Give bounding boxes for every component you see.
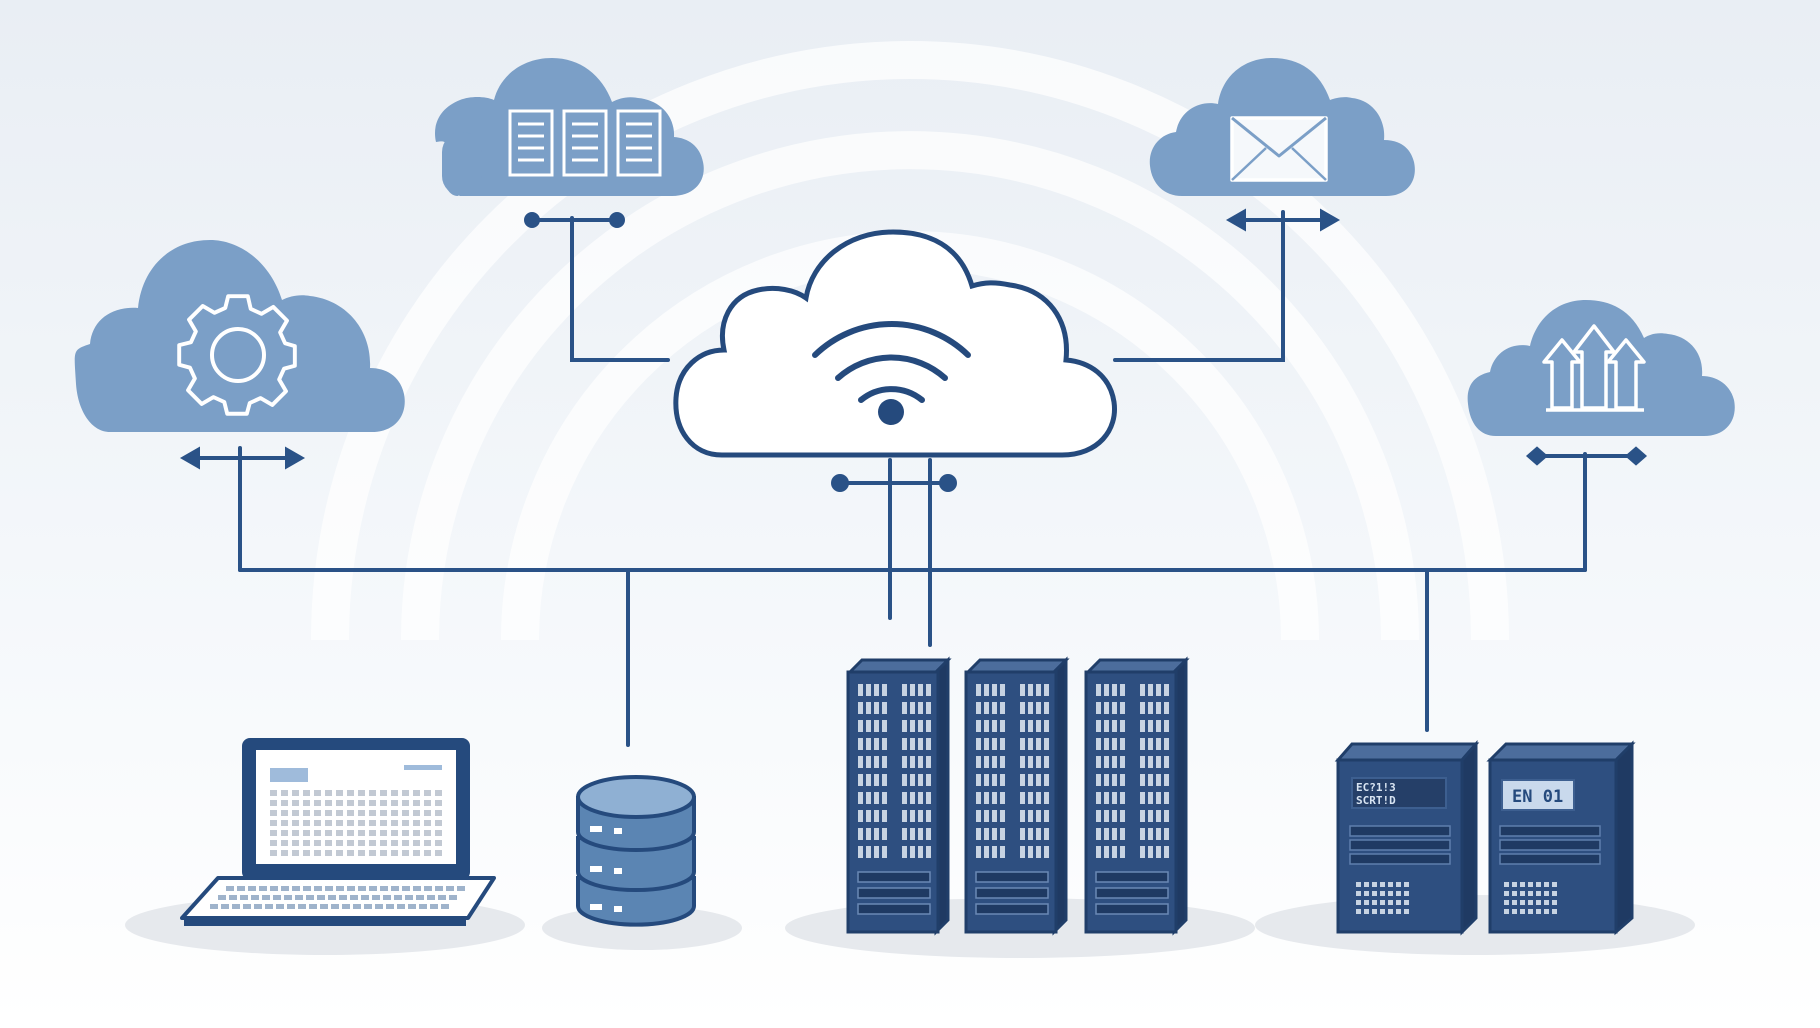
- cloud-mail: [1149, 58, 1415, 196]
- server-racks-center: [846, 656, 1190, 936]
- server-left-label-line2: SCRT!D: [1356, 794, 1396, 807]
- envelope-icon: [1230, 116, 1328, 182]
- server-rack-2: [964, 656, 1070, 936]
- connector-terminals: [179, 208, 1648, 492]
- server-right-label: EN 01: [1512, 787, 1563, 807]
- cloud-upload: [1467, 300, 1735, 436]
- cloud-documents: [435, 58, 704, 196]
- server-rack-3: [1084, 656, 1190, 936]
- documents-icon: [508, 109, 662, 177]
- laptop-keyboard: [210, 886, 465, 909]
- server-right-tower: EN 01: [1486, 740, 1636, 936]
- central-cloud: [673, 229, 1117, 458]
- upload-arrows-icon: [1542, 324, 1646, 412]
- server-left-label-line1: EC?1!3: [1356, 781, 1396, 794]
- laptop: [180, 738, 496, 926]
- gear-icon: [177, 294, 297, 416]
- database: [576, 775, 696, 927]
- laptop-screen-grid: [270, 790, 442, 856]
- server-left-tower: EC?1!3 SCRT!D: [1334, 740, 1480, 936]
- connection-lines: [238, 210, 1587, 747]
- cloud-settings: [74, 240, 405, 432]
- server-rack-1: [846, 656, 952, 936]
- wifi-icon: [812, 321, 971, 425]
